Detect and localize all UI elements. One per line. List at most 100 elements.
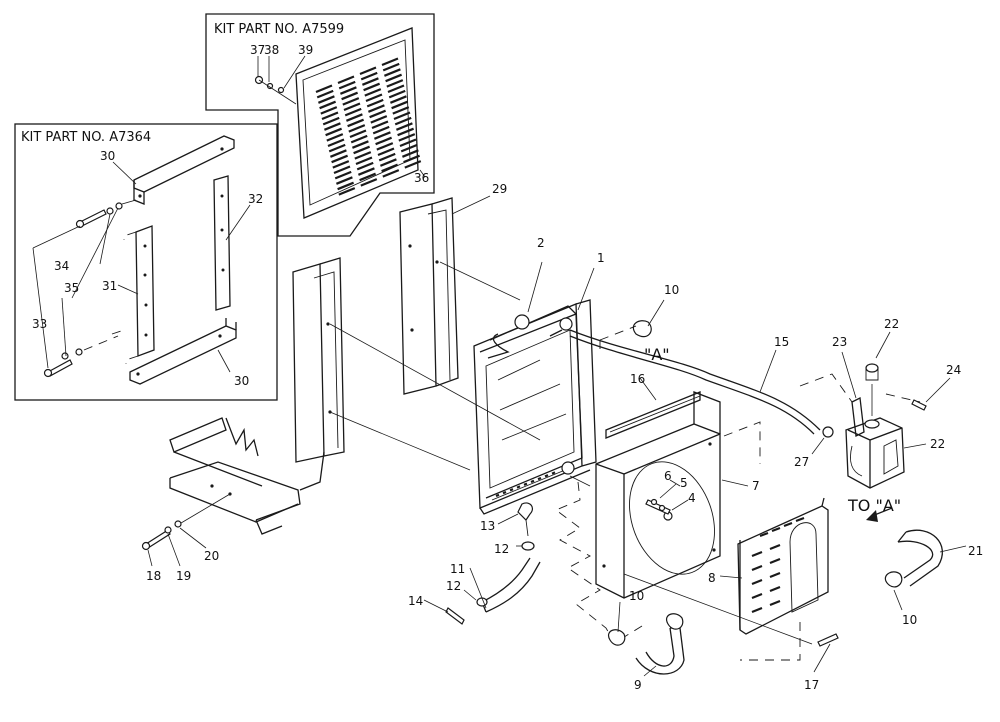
grille-slot	[366, 98, 384, 108]
grille-slot	[353, 145, 371, 155]
callout-31: 31	[102, 279, 117, 293]
fitting-13	[517, 502, 534, 521]
bolt-24	[911, 399, 927, 411]
grille-slot	[328, 143, 346, 153]
guard-slot	[769, 557, 781, 565]
washer-34-bottom	[61, 352, 69, 360]
grille-slot	[344, 107, 362, 117]
callout-24: 24	[946, 363, 961, 377]
guard-slot	[751, 592, 763, 600]
strip-32	[213, 175, 231, 311]
kit-a7364-panel: KIT PART NO. A7364	[14, 123, 278, 401]
callout-14: 14	[408, 594, 423, 608]
callout-19: 19	[176, 569, 191, 583]
callout-30-bottom: 30	[234, 374, 249, 388]
point-a-label: "A"	[644, 345, 670, 364]
grille-slot	[356, 161, 374, 171]
washer-5	[650, 498, 658, 506]
grille-slot	[394, 116, 412, 126]
grille-slot	[316, 89, 334, 99]
grille-slot	[373, 131, 391, 140]
clamp-10-top	[632, 320, 652, 338]
grille-slot	[359, 66, 377, 76]
grille-slot	[343, 102, 361, 112]
grille-slot	[349, 129, 367, 139]
callout-38: 38	[264, 43, 279, 57]
cap-22-exploded	[865, 363, 879, 373]
callout-8: 8	[708, 571, 716, 585]
grille-slot	[348, 124, 366, 133]
radiator-slot	[537, 476, 542, 481]
radiator-slot	[523, 482, 528, 486]
lower-support-frame	[169, 417, 325, 535]
drain-cock-14	[445, 607, 465, 625]
grille-slot	[326, 133, 344, 142]
fan-shroud-7	[595, 391, 749, 599]
guard-slot	[771, 526, 781, 533]
grille-slot	[382, 169, 400, 178]
callout-29: 29	[492, 182, 507, 196]
guard-slot	[751, 606, 763, 614]
grille-slot	[333, 165, 351, 175]
grille-slot	[360, 71, 378, 81]
callout-1: 1	[597, 251, 605, 265]
grille-slot	[334, 170, 352, 180]
guard-slot	[751, 564, 763, 572]
bracket-23	[851, 397, 865, 437]
grille-slot	[383, 68, 401, 77]
grille-slot	[341, 91, 359, 101]
grille-slot	[372, 125, 390, 135]
callout-10-top: 10	[664, 283, 679, 297]
guard-slot	[759, 531, 769, 538]
callout-32: 32	[248, 192, 263, 206]
grille-slot	[381, 163, 399, 173]
callout-12-lower: 12	[446, 579, 461, 593]
grille-slot	[335, 176, 353, 185]
guard-slot	[769, 571, 781, 579]
grille-slot	[371, 120, 389, 130]
grille-slot	[361, 77, 379, 86]
radiator-slot	[495, 493, 500, 498]
guard-slot	[751, 550, 763, 558]
clamp-27	[822, 426, 834, 438]
left-channel	[292, 257, 541, 471]
callout-35: 35	[64, 281, 79, 295]
callout-21: 21	[968, 544, 983, 558]
grille-slot	[378, 152, 396, 162]
grille-slot	[376, 142, 394, 151]
overflow-hose-15	[569, 329, 821, 435]
radiator-cap-2	[514, 314, 530, 330]
grille-slot	[403, 154, 421, 164]
grille-slot	[395, 122, 413, 131]
radiator-slot	[530, 479, 535, 484]
grille-slot	[320, 106, 338, 115]
washer-20	[174, 520, 182, 528]
grille-slot	[329, 149, 347, 158]
grille-slot	[342, 97, 360, 106]
grille-slot	[377, 147, 395, 157]
grille-slot	[386, 79, 404, 88]
callout-33: 33	[32, 317, 47, 331]
grille-slot	[397, 127, 415, 137]
grille-slot	[323, 122, 341, 131]
grille-slot	[388, 89, 406, 99]
clamp-10-right	[884, 571, 903, 588]
callout-9: 9	[634, 678, 642, 692]
grille-slot	[363, 82, 381, 92]
callout-34: 34	[54, 259, 69, 273]
grille-slot	[400, 143, 418, 153]
grille-slot	[325, 127, 343, 137]
grille-slot	[355, 156, 373, 166]
radiator-slot	[509, 488, 514, 492]
grille-slot	[379, 158, 397, 167]
grille-slot	[381, 57, 399, 67]
grille-slot	[354, 151, 372, 160]
hose-21	[897, 529, 943, 587]
callout-18: 18	[146, 569, 161, 583]
kit-a7599-panel: KIT PART NO. A7599	[205, 13, 435, 237]
callout-13: 13	[480, 519, 495, 533]
grille-slot	[392, 106, 410, 115]
grille-slot	[321, 111, 339, 121]
baffle-16	[605, 377, 701, 439]
